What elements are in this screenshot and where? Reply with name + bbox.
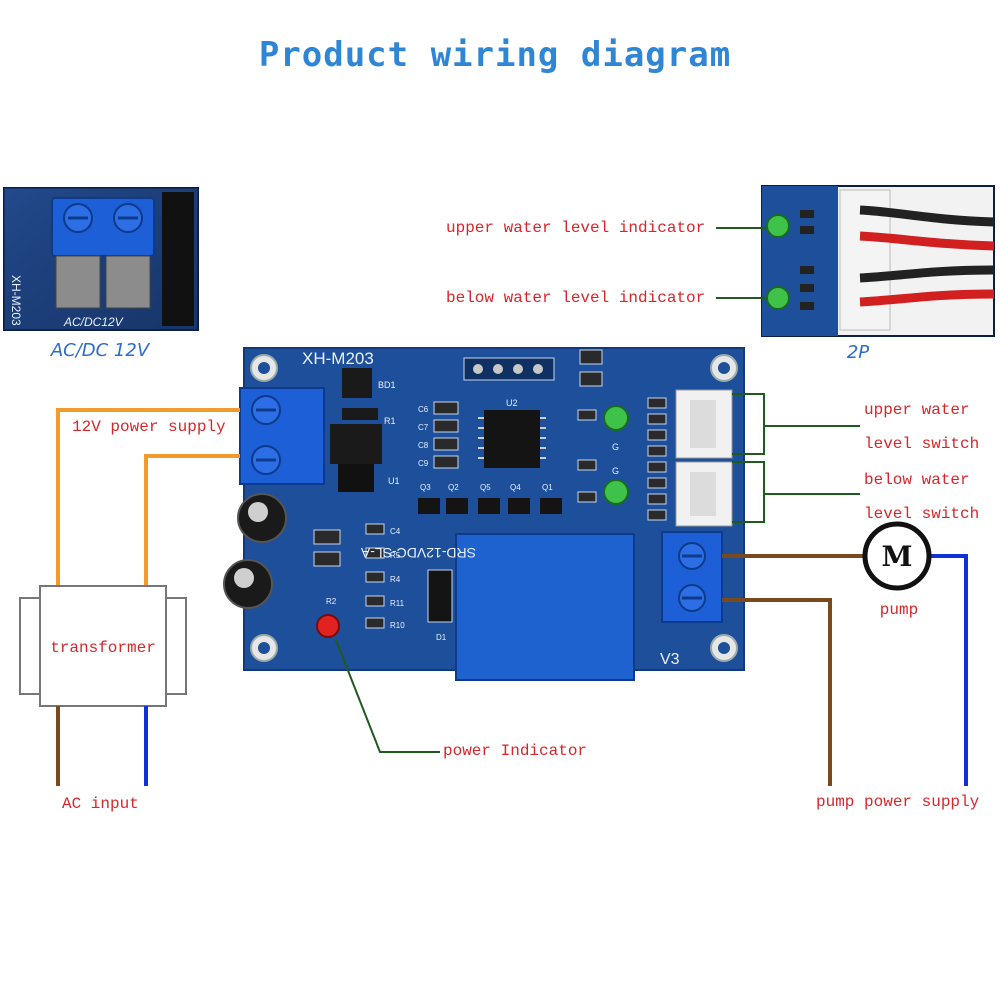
svg-text:Q4: Q4 [510,483,521,492]
svg-text:R1: R1 [384,416,396,426]
connector-inset: 2P [761,185,995,363]
upper-indicator-label: upper water level indicator [446,219,705,237]
svg-text:C9: C9 [418,459,429,468]
svg-text:R2: R2 [326,597,337,606]
below-level-led [603,479,629,505]
svg-text:Q5: Q5 [480,483,491,492]
power-supply-label: 12V power supply [72,418,226,436]
power-indicator-label: power Indicator [443,742,587,760]
upper-switch-label-1: upper water [864,401,970,419]
pump-wire-blue [930,554,968,786]
svg-text:R4: R4 [390,575,401,584]
pump-motor-icon: M [862,521,932,591]
svg-text:C6: C6 [418,405,429,414]
svg-text:C8: C8 [418,441,429,450]
svg-text:BD1: BD1 [378,380,396,390]
svg-text:G: G [612,466,619,476]
transformer: transformer [19,585,187,707]
power-input-terminal [239,387,325,485]
power-terminal-inset: XH-M203 AC/DC12V AC/DC 12V [3,187,199,361]
svg-text:AC/DC12V: AC/DC12V [63,315,124,329]
svg-text:C4: C4 [390,527,401,536]
svg-text:U2: U2 [506,398,518,408]
svg-text:Q2: Q2 [448,483,459,492]
pump-label: pump [880,601,918,619]
relay-label: SRD-12VDC-SL-A [360,545,476,561]
supply-wire-2 [144,454,240,590]
below-switch-label-2: level switch [864,505,979,523]
upper-level-led [603,405,629,431]
below-indicator-label: below water level indicator [446,289,705,307]
connector-caption: 2P [847,342,869,363]
pump-power-wire [722,598,832,786]
relay [455,533,635,681]
board-version: V3 [660,651,680,668]
supply-wire-1 [56,408,240,590]
diagram-title: Product wiring diagram [259,35,731,75]
power-indicator-leader [335,639,440,753]
pump-power-label: pump power supply [816,793,980,811]
below-switch-label-1: below water [864,471,970,489]
board-model: XH-M203 [302,349,374,368]
svg-text:Q3: Q3 [420,483,431,492]
svg-text:R5: R5 [390,551,401,560]
svg-text:R11: R11 [390,599,405,608]
svg-text:G: G [612,442,619,452]
power-led [316,614,340,638]
svg-text:XH-M203: XH-M203 [9,275,23,326]
power-terminal-caption: AC/DC 12V [50,340,151,361]
upper-switch-bracket [732,393,765,455]
svg-text:R10: R10 [390,621,405,630]
ac-input-label: AC input [62,795,139,813]
transformer-label: transformer [50,639,156,657]
upper-switch-label-2: level switch [864,435,979,453]
svg-text:Q1: Q1 [542,483,553,492]
below-switch-bracket [732,461,765,523]
svg-text:D1: D1 [436,633,447,642]
pump-symbol: M [882,540,913,573]
svg-text:U1: U1 [388,476,400,486]
svg-text:C7: C7 [418,423,429,432]
